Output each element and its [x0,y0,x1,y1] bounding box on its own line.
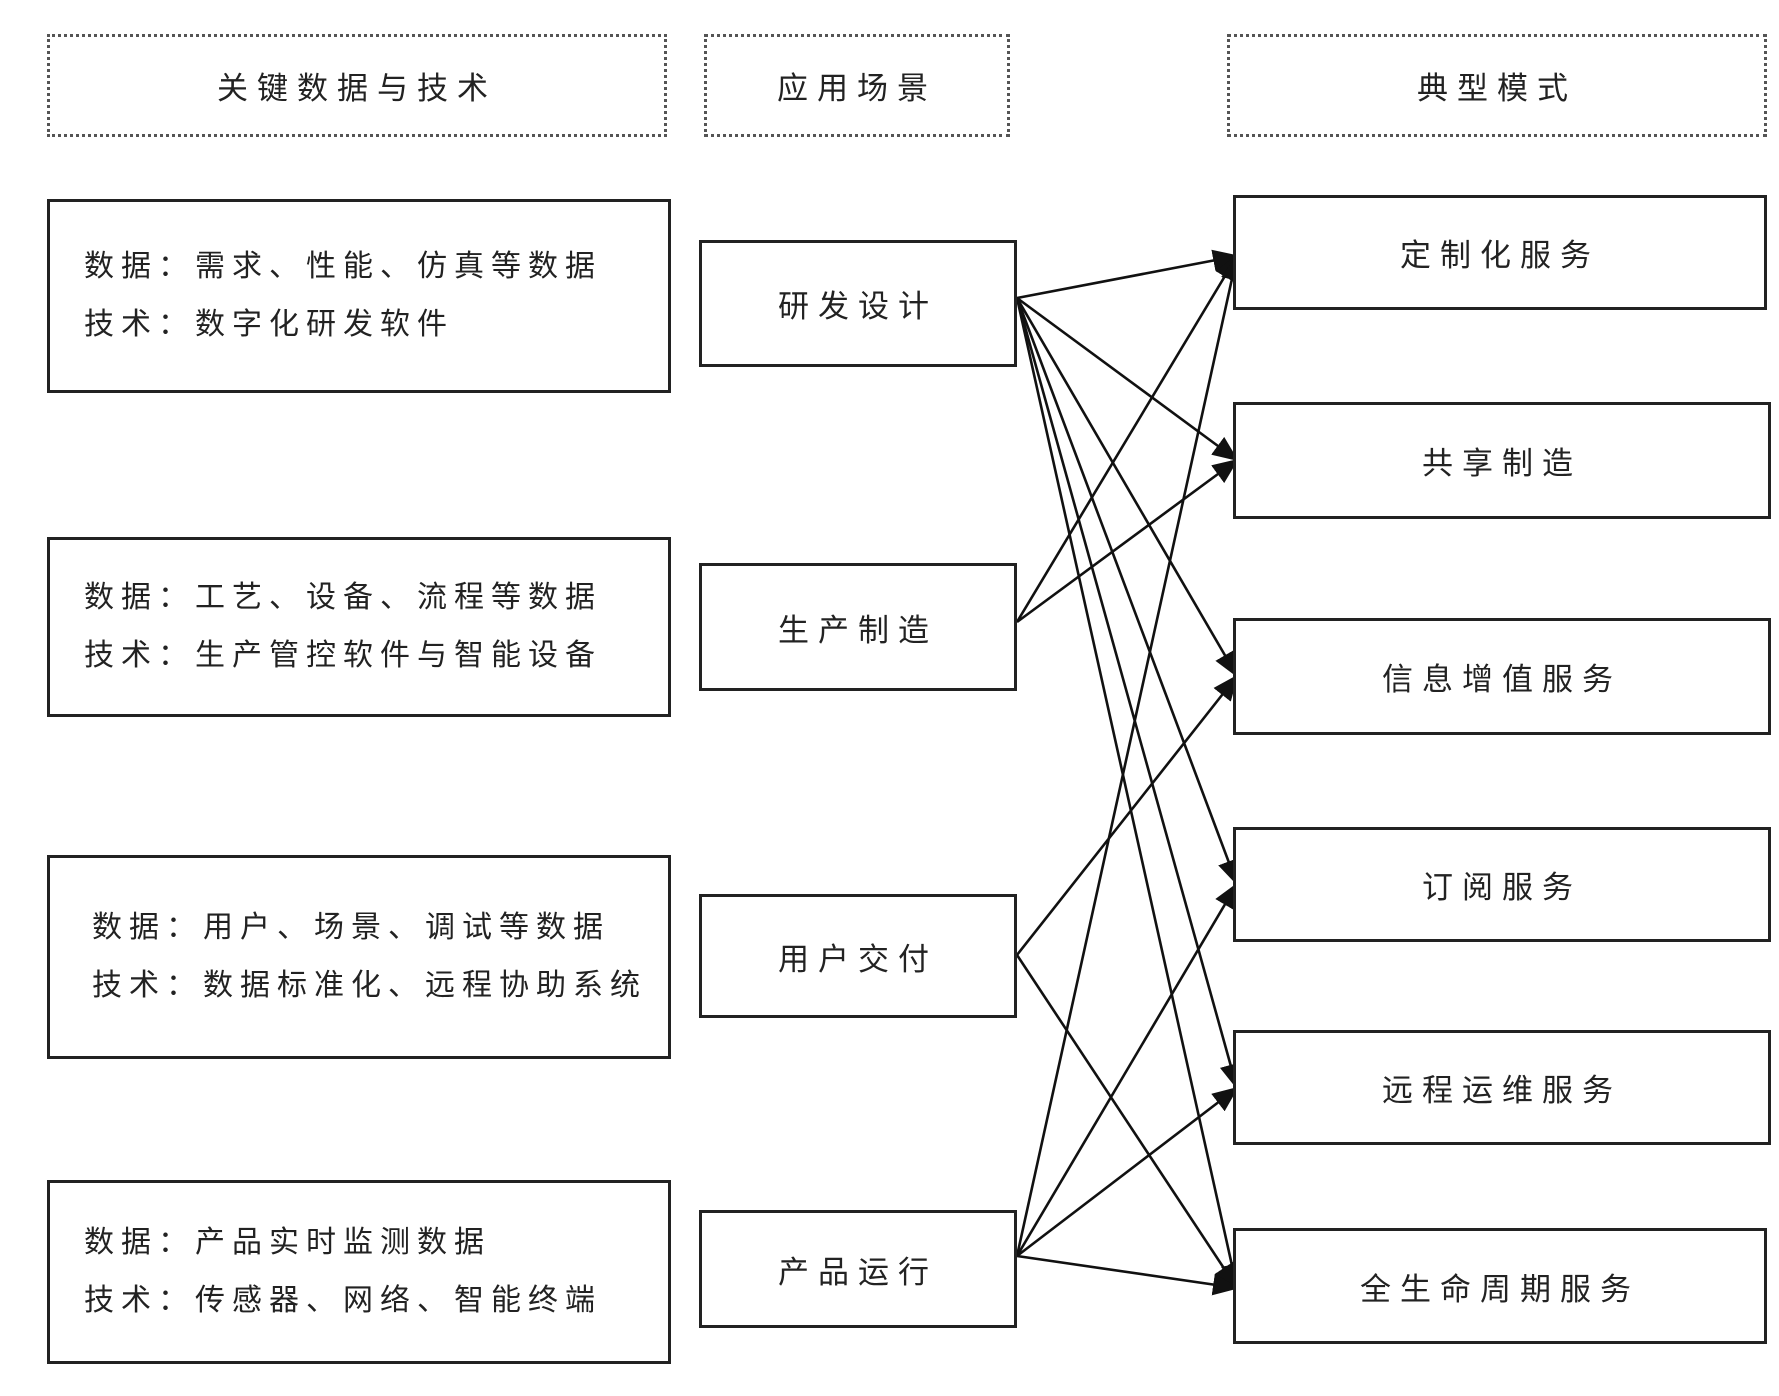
scene-label: 生产制造 [778,612,938,649]
scene-rd-design: 研发设计 [699,240,1017,367]
mode-label: 信息增值服务 [1382,662,1622,698]
data-tech-box-production: 数据：工艺、设备、流程等数据 技术：生产管控软件与智能设备 [47,537,671,717]
edge-arrow [1015,297,1239,678]
data-tech-box-operation: 数据：产品实时监测数据 技术：传感器、网络、智能终端 [47,1180,671,1364]
edge-arrow [1015,254,1243,1257]
header-scenes-label: 应用场景 [777,71,937,107]
edge-arrow [1015,297,1239,886]
mode-label: 远程运维服务 [1382,1073,1622,1109]
tech-line: 技术：传感器、网络、智能终端 [84,1283,602,1318]
mode-subscription: 订阅服务 [1233,827,1771,942]
edge-arrow [1015,297,1242,1090]
tech-line: 技术：生产管控软件与智能设备 [84,638,602,673]
mode-remote-om: 远程运维服务 [1233,1030,1771,1145]
mode-full-lifecycle: 全生命周期服务 [1233,1228,1767,1344]
scene-label: 产品运行 [778,1254,938,1291]
data-line: 数据：需求、性能、仿真等数据 [84,248,602,284]
mode-shared-manufacturing: 共享制造 [1233,402,1771,519]
header-data-tech: 关键数据与技术 [47,34,667,137]
data-tech-box-delivery: 数据：用户、场景、调试等数据 技术：数据标准化、远程协助系统 [47,855,671,1059]
edge-arrow [1015,954,1239,1290]
mode-label: 定制化服务 [1400,238,1600,274]
edge-arrow [1016,1086,1239,1258]
tech-line: 技术：数据标准化、远程协助系统 [92,968,647,1003]
mode-label: 全生命周期服务 [1360,1271,1640,1308]
tech-line: 技术：数字化研发软件 [84,307,454,342]
data-line: 数据：用户、场景、调试等数据 [92,909,610,945]
edge-arrow [1016,1254,1239,1296]
mode-label: 订阅服务 [1422,870,1582,906]
data-tech-box-rd: 数据：需求、性能、仿真等数据 技术：数字化研发软件 [47,199,671,393]
edge-arrow [1016,249,1239,300]
mode-label: 共享制造 [1422,446,1582,482]
scene-production: 生产制造 [699,563,1017,691]
edge-arrow [1015,297,1243,1290]
header-data-tech-label: 关键数据与技术 [217,71,497,107]
edge-arrow [1015,882,1239,1257]
edge-arrow [1015,674,1239,956]
mode-customization: 定制化服务 [1233,195,1767,310]
edge-arrow [1016,296,1239,462]
data-line: 数据：工艺、设备、流程等数据 [84,579,602,615]
header-modes: 典型模式 [1227,34,1767,137]
edge-arrow [1015,254,1239,623]
header-scenes: 应用场景 [704,34,1010,137]
scene-label: 研发设计 [778,289,938,325]
mode-info-value-added: 信息增值服务 [1233,618,1771,735]
edge-arrow [1016,458,1239,624]
scene-label: 用户交付 [778,941,938,978]
data-line: 数据：产品实时监测数据 [84,1224,491,1260]
scene-user-delivery: 用户交付 [699,894,1017,1018]
scene-product-operation: 产品运行 [699,1210,1017,1328]
header-modes-label: 典型模式 [1417,71,1577,107]
